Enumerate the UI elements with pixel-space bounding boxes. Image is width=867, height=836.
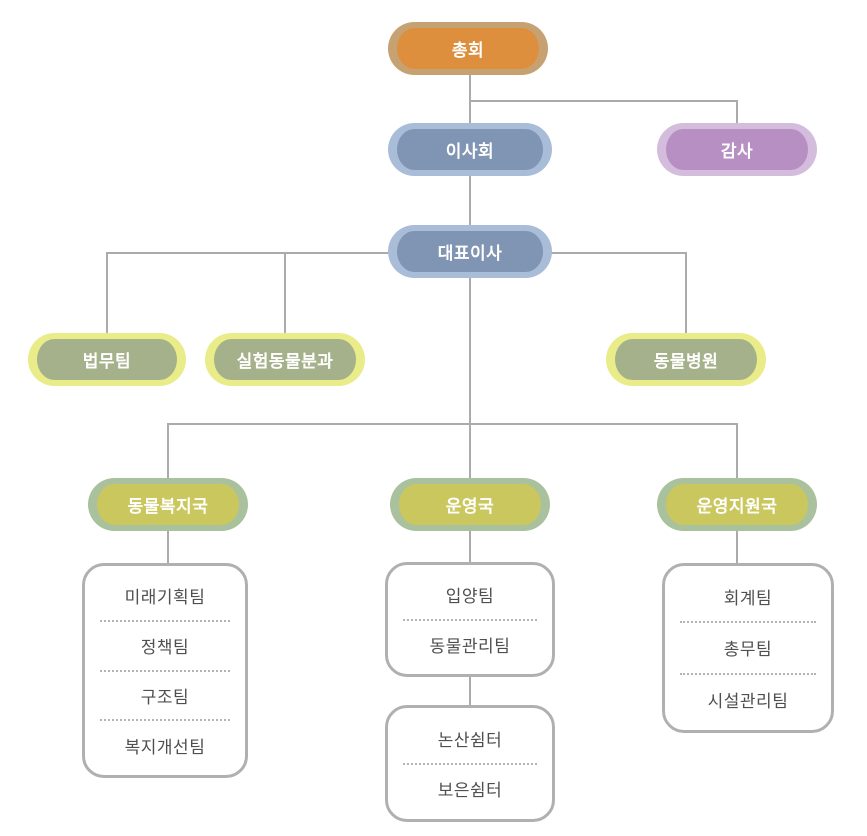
node-label: 동물복지국 bbox=[127, 497, 209, 516]
node-label: 운영국 bbox=[445, 497, 495, 516]
dotted-divider bbox=[403, 762, 537, 765]
connector-line bbox=[167, 423, 169, 478]
node-label: 운영지원국 bbox=[696, 497, 778, 516]
dotted-divider bbox=[100, 619, 230, 622]
team-item: 정책팀 bbox=[140, 638, 190, 658]
node-auditor: 감사 bbox=[657, 123, 817, 176]
node-animal-hospital: 동물병원 bbox=[606, 333, 766, 386]
connector-line bbox=[736, 530, 738, 563]
connector-line bbox=[167, 423, 738, 425]
team-item: 시설관리팀 bbox=[707, 691, 789, 711]
connector-line bbox=[736, 100, 738, 127]
node-operations-bureau: 운영국 bbox=[390, 478, 550, 531]
dotted-divider bbox=[680, 672, 816, 675]
connector-line bbox=[469, 176, 471, 226]
teambox-welfare: 미래기획팀 정책팀 구조팀 복지개선팀 bbox=[82, 563, 248, 778]
node-label: 이사회 bbox=[445, 142, 495, 161]
team-item: 동물관리팀 bbox=[429, 636, 511, 656]
team-item: 총무팀 bbox=[723, 640, 773, 660]
dotted-divider bbox=[100, 669, 230, 672]
node-label: 동물병원 bbox=[653, 352, 719, 371]
team-item: 복지개선팀 bbox=[124, 737, 206, 757]
connector-line bbox=[736, 423, 738, 478]
node-ceo: 대표이사 bbox=[388, 225, 552, 278]
dotted-divider bbox=[403, 618, 537, 621]
teambox-shelters: 논산쉼터 보은쉼터 bbox=[385, 705, 555, 822]
team-item: 미래기획팀 bbox=[124, 588, 206, 608]
connector-line bbox=[106, 252, 108, 333]
node-label: 총회 bbox=[451, 41, 485, 60]
connector-line bbox=[469, 100, 738, 102]
node-general-assembly: 총회 bbox=[388, 22, 548, 75]
team-item: 보은쉼터 bbox=[437, 781, 503, 801]
team-item: 구조팀 bbox=[140, 687, 190, 707]
node-legal-team: 법무팀 bbox=[28, 333, 186, 386]
teambox-operations: 입양팀 동물관리팀 bbox=[385, 562, 555, 677]
node-animal-welfare-bureau: 동물복지국 bbox=[88, 478, 248, 531]
connector-line bbox=[469, 530, 471, 563]
node-label: 감사 bbox=[720, 142, 754, 161]
connector-line bbox=[167, 530, 169, 563]
dotted-divider bbox=[100, 719, 230, 722]
node-label: 대표이사 bbox=[437, 244, 503, 263]
connector-line bbox=[469, 278, 471, 423]
node-operations-support-bureau: 운영지원국 bbox=[657, 478, 817, 531]
teambox-support: 회계팀 총무팀 시설관리팀 bbox=[662, 563, 834, 733]
node-label: 실험동물분과 bbox=[236, 352, 334, 371]
team-item: 회계팀 bbox=[723, 589, 773, 609]
connector-line bbox=[469, 677, 471, 705]
node-board: 이사회 bbox=[388, 123, 552, 176]
connector-line bbox=[469, 423, 471, 478]
team-item: 입양팀 bbox=[445, 587, 495, 607]
node-label: 법무팀 bbox=[82, 352, 132, 371]
team-item: 논산쉼터 bbox=[437, 730, 503, 750]
node-lab-animal-division: 실험동물분과 bbox=[205, 333, 365, 386]
dotted-divider bbox=[680, 621, 816, 624]
connector-line bbox=[284, 252, 286, 333]
connector-line bbox=[685, 252, 687, 333]
